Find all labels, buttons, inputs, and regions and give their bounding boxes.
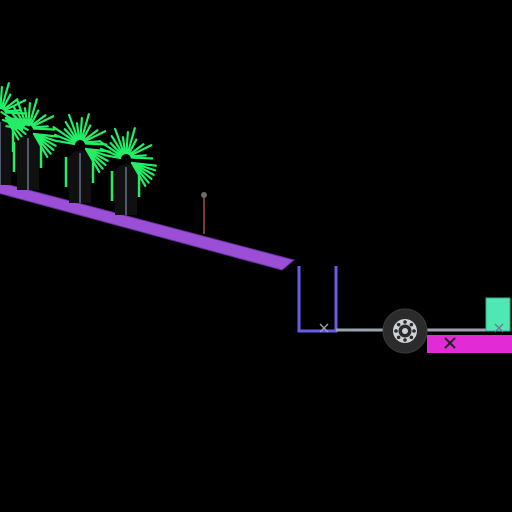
palm-frond bbox=[15, 98, 28, 126]
palm-frond bbox=[11, 113, 25, 127]
palm-frond bbox=[82, 129, 99, 142]
palm-frond bbox=[32, 125, 49, 129]
palm-frond bbox=[0, 111, 25, 128]
palm-frond bbox=[64, 121, 78, 142]
ramp[interactable] bbox=[0, 182, 296, 271]
cup-joint-marker[interactable] bbox=[319, 323, 329, 333]
palm-frond bbox=[4, 109, 21, 113]
wheel-bolt bbox=[403, 338, 407, 342]
palm-frond bbox=[29, 109, 40, 126]
wheel-bolt bbox=[403, 320, 407, 324]
palm-frond bbox=[3, 99, 27, 112]
palm-frond bbox=[125, 130, 129, 155]
palm-frond bbox=[52, 126, 77, 143]
palm-frond bbox=[23, 107, 29, 126]
palm-frond bbox=[63, 128, 77, 142]
palm-frond bbox=[12, 106, 26, 127]
palm-frond bbox=[0, 82, 10, 110]
palm-frond bbox=[99, 147, 122, 158]
palm-frond bbox=[28, 98, 38, 126]
u-cup[interactable] bbox=[297, 266, 338, 333]
wheel-bolt bbox=[412, 329, 416, 333]
pin[interactable] bbox=[201, 192, 207, 234]
wheel-bolt bbox=[409, 322, 414, 327]
palm-frond bbox=[32, 132, 49, 159]
palm-frond bbox=[130, 156, 154, 160]
wheel-center bbox=[402, 328, 408, 334]
palm-frond bbox=[83, 130, 107, 143]
palm-frond bbox=[129, 144, 153, 157]
wheel-bolt bbox=[396, 322, 401, 327]
palm-tree[interactable] bbox=[0, 82, 31, 185]
palm-tree[interactable] bbox=[98, 127, 157, 215]
pin-head[interactable] bbox=[201, 192, 207, 198]
palm-frond bbox=[0, 85, 3, 110]
palm-tree[interactable] bbox=[52, 113, 111, 203]
palm-frond bbox=[126, 127, 136, 155]
box-joint-marker[interactable] bbox=[494, 323, 504, 333]
palm-frond bbox=[27, 101, 31, 126]
palm-frond bbox=[1, 93, 12, 110]
palm-frond bbox=[31, 115, 55, 128]
palm-frond bbox=[81, 124, 92, 141]
cart-body[interactable] bbox=[427, 335, 512, 353]
palm-frond bbox=[121, 136, 127, 155]
palm-frond bbox=[130, 154, 147, 158]
teal-box-body[interactable] bbox=[485, 297, 511, 332]
palm-frond bbox=[57, 140, 76, 146]
u-cup-wall[interactable] bbox=[297, 266, 338, 333]
ramp-plank[interactable] bbox=[0, 182, 296, 271]
palm-frond bbox=[84, 140, 101, 144]
wheel-bolt bbox=[396, 335, 401, 340]
palm-frond bbox=[2, 98, 19, 111]
palm-frond bbox=[79, 116, 83, 141]
palm-frond bbox=[67, 113, 80, 141]
palm-frond bbox=[113, 127, 126, 155]
palm-tree[interactable] bbox=[0, 98, 59, 190]
wheel-bolts bbox=[394, 320, 416, 342]
wheel-bolt bbox=[409, 335, 414, 340]
palm-frond bbox=[109, 142, 123, 156]
palm-frond bbox=[127, 138, 138, 155]
palm-frond bbox=[80, 113, 90, 141]
palm-trees bbox=[0, 82, 157, 215]
palm-frond bbox=[110, 135, 124, 156]
wheel-bolt bbox=[394, 329, 398, 333]
palm-trunk bbox=[0, 119, 11, 185]
palm-frond bbox=[84, 147, 101, 174]
palm-frond bbox=[30, 114, 47, 127]
cart-joint-marker[interactable] bbox=[444, 337, 456, 349]
palm-frond bbox=[1, 118, 24, 129]
palm-frond bbox=[128, 143, 145, 156]
palm-frond bbox=[5, 125, 24, 131]
palm-frond bbox=[75, 122, 81, 141]
wheel[interactable] bbox=[382, 308, 428, 354]
cart[interactable] bbox=[427, 335, 512, 353]
palm-frond bbox=[98, 140, 123, 157]
palm-frond bbox=[130, 161, 147, 188]
palm-frond bbox=[53, 133, 76, 144]
palm-frond bbox=[32, 127, 56, 131]
teal-box[interactable] bbox=[485, 297, 511, 333]
palm-frond bbox=[103, 154, 122, 160]
